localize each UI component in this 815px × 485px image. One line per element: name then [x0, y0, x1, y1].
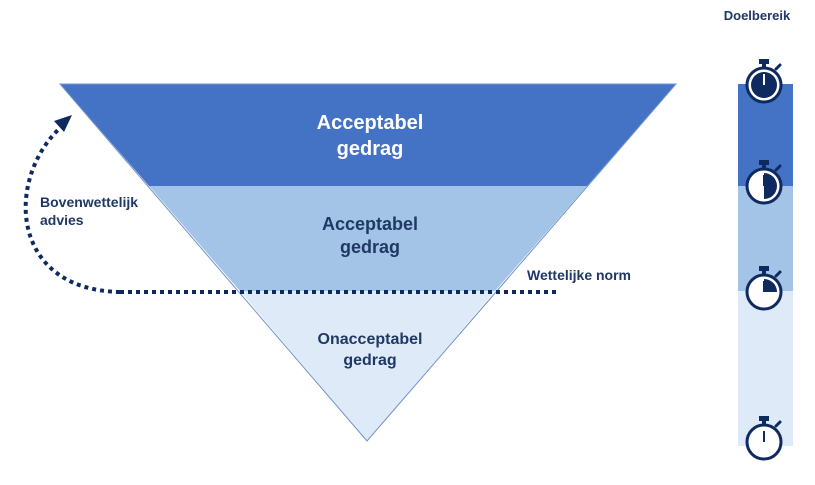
stopwatch-crown	[759, 160, 769, 165]
layer-bottom-line-2: gedrag	[343, 351, 397, 369]
stopwatch-side-button	[774, 420, 782, 428]
stopwatch-crown	[759, 266, 769, 271]
stopwatch-stem	[762, 270, 766, 276]
stopwatch-crown	[759, 59, 769, 64]
doelbereik-title: Doelbereik	[723, 8, 791, 23]
stopwatch-side-button	[774, 270, 782, 278]
stopwatch-side-button	[774, 164, 782, 172]
layer-bottom-label: Onacceptabel gedrag	[270, 330, 470, 372]
stopwatch-side-button	[774, 63, 782, 71]
layer-top-label: Acceptabel gedrag	[250, 110, 490, 162]
arrow-head-icon	[54, 115, 72, 132]
layer-middle-line-1: Acceptabel	[321, 214, 419, 234]
side-label-line-2: advies	[40, 212, 84, 229]
layer-bottom-line-1: Onacceptabel	[317, 331, 423, 348]
stopwatch-stem	[762, 164, 766, 170]
layer-top-line-2: gedrag	[336, 138, 404, 160]
stopwatch-full-icon	[745, 59, 783, 104]
stopwatch-group	[745, 59, 783, 461]
side-label-line-1: Bovenwettelijk	[40, 194, 139, 210]
funnel-layer-middle	[149, 186, 587, 291]
stopwatch-fill	[764, 173, 777, 199]
layer-top-line-1: Acceptabel	[316, 112, 424, 134]
stopwatch-fill	[764, 279, 777, 292]
stopwatch-stem	[762, 63, 766, 69]
stopwatch-stem	[762, 420, 766, 426]
curved-arrow-path	[23, 126, 121, 294]
layer-middle-label: Acceptabel gedrag	[260, 213, 480, 260]
stopwatch-half-icon	[745, 160, 783, 205]
stopwatch-empty-icon	[745, 416, 783, 461]
funnel-layer-top	[60, 84, 676, 186]
stopwatch-crown	[759, 416, 769, 421]
legal-norm-label: Wettelijke norm	[527, 267, 631, 283]
funnel-outline	[58, 83, 678, 442]
funnel-layer-bottom	[240, 291, 495, 441]
layer-middle-line-2: gedrag	[339, 237, 400, 258]
stopwatch-quarter-icon	[745, 266, 783, 311]
bovenwettelijk-advies-label: Bovenwettelijk advies	[40, 193, 150, 229]
